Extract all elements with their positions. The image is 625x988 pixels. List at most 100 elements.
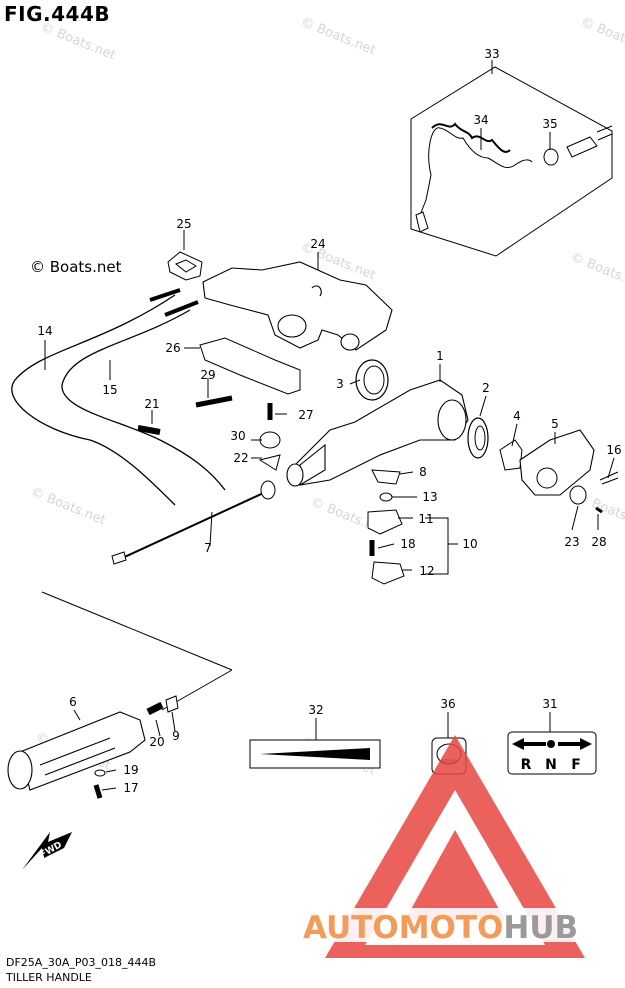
watermark-text: © Boats.net: [29, 485, 108, 529]
callout-number: 25: [176, 217, 191, 231]
stop-switch-wires: [596, 125, 613, 141]
callout-number: 1: [436, 349, 444, 363]
shift-bar: [558, 742, 580, 746]
callout-number: 33: [484, 47, 499, 61]
lever-bore: [536, 467, 558, 489]
callout-number: 12: [419, 564, 434, 578]
callout-number: 14: [37, 324, 52, 338]
logo-part-2: HUB: [503, 910, 578, 946]
lever-bracket: [519, 429, 595, 496]
lanyard-coil: [431, 122, 511, 153]
friction-knob: [371, 561, 405, 585]
callout-number: 23: [564, 535, 579, 549]
callout-number: 36: [440, 697, 455, 711]
throttle-cable: [61, 309, 226, 491]
callout-number: 4: [513, 409, 521, 423]
watermark-layer: © Boats.net © Boats.net © Boats.net © Bo…: [29, 15, 625, 779]
screw-part: [93, 784, 103, 799]
logo-triangle-core: [405, 830, 505, 920]
cap-part: [259, 431, 281, 449]
callout-number: 26: [165, 341, 180, 355]
decal-wedge: [260, 748, 370, 760]
callout-number: 20: [149, 735, 164, 749]
lanyard-clip: [415, 211, 429, 233]
drawing-name: TILLER HANDLE: [6, 971, 92, 984]
ring-inner: [363, 365, 385, 395]
callout-number: 28: [591, 535, 606, 549]
logo-band: [300, 908, 620, 942]
watermark-text: © Boats.net: [299, 15, 378, 59]
callout-number: 19: [123, 763, 138, 777]
callout-number: 15: [102, 383, 117, 397]
grip-body: [19, 711, 146, 791]
callout-number: 8: [419, 465, 427, 479]
callout-number: 24: [310, 237, 325, 251]
callout-number: 35: [542, 117, 557, 131]
shift-bar: [524, 742, 546, 746]
lanyard-cord: [419, 127, 533, 216]
guide-line: [41, 591, 233, 671]
bracket-bore: [340, 333, 360, 351]
shift-label-f: F: [571, 757, 581, 773]
logo-part-1: AUTOMOTO: [303, 910, 503, 946]
callout-number: 7: [204, 541, 212, 555]
stop-switch-body: [566, 136, 598, 158]
stop-lanyard-kit: [410, 66, 613, 257]
callout-number: 32: [308, 703, 323, 717]
copyright-mark: © Boats.net: [30, 258, 122, 276]
washer-part: [379, 492, 393, 502]
washer-part: [94, 769, 106, 777]
shift-label-n: N: [545, 757, 557, 773]
kit-outline: [410, 66, 613, 257]
figure-title: FIG.444B: [4, 2, 111, 26]
callout-number: 22: [233, 451, 248, 465]
callout-number: 29: [200, 368, 215, 382]
fwd-arrow-icon: [22, 832, 72, 870]
watermark-text: © Boats.net: [569, 250, 625, 294]
stop-switch-nut: [543, 148, 559, 166]
shaft-gear: [260, 480, 276, 500]
callout-number: 3: [336, 377, 344, 391]
callout-number: 27: [298, 408, 313, 422]
callout-number: 34: [473, 113, 488, 127]
pin-part: [165, 695, 179, 713]
arm-pivot: [437, 399, 467, 441]
callout-number: 30: [230, 429, 245, 443]
watermark-text: © Boats.net: [39, 20, 118, 64]
ring-part: [355, 359, 389, 401]
callout-number: 31: [542, 697, 557, 711]
callout-number: 16: [606, 443, 621, 457]
pin-part: [137, 425, 161, 435]
leader-lines: [44, 60, 615, 791]
throttle-grip: [7, 711, 146, 791]
callout-number: 10: [462, 537, 477, 551]
callout-number: 13: [422, 490, 437, 504]
stop-block: [367, 509, 403, 535]
cable-end: [149, 288, 199, 317]
callout-number: 5: [551, 417, 559, 431]
clip-part: [258, 454, 281, 471]
logo-text: AUTOMOTOHUB: [303, 910, 578, 946]
bracket-detail: [311, 285, 322, 297]
callout-number: 2: [482, 381, 490, 395]
throttle-shaft: [117, 489, 271, 561]
callout-layer: 33 34 35 25 24 14 15 26 29 21 30 22 27 1…: [37, 47, 621, 795]
watermark-text: © Boats.net: [579, 15, 625, 59]
bracket-bore: [277, 314, 307, 338]
drawing-code: DF25A_30A_P03_018_444B: [6, 956, 157, 969]
callout-number: 21: [144, 397, 159, 411]
shift-label-r: R: [521, 757, 532, 773]
plate-part: [569, 485, 587, 505]
throttle-cable: [11, 294, 176, 506]
bushing-part: [499, 439, 523, 471]
grip-end: [7, 750, 33, 790]
arm-end: [286, 463, 304, 487]
grip-ribs: [39, 737, 116, 776]
tiller-arm: [286, 379, 469, 487]
tiller-bracket: [202, 261, 393, 351]
bolt-part: [195, 395, 233, 408]
spring-part: [146, 701, 164, 716]
arm-body: [289, 379, 469, 486]
